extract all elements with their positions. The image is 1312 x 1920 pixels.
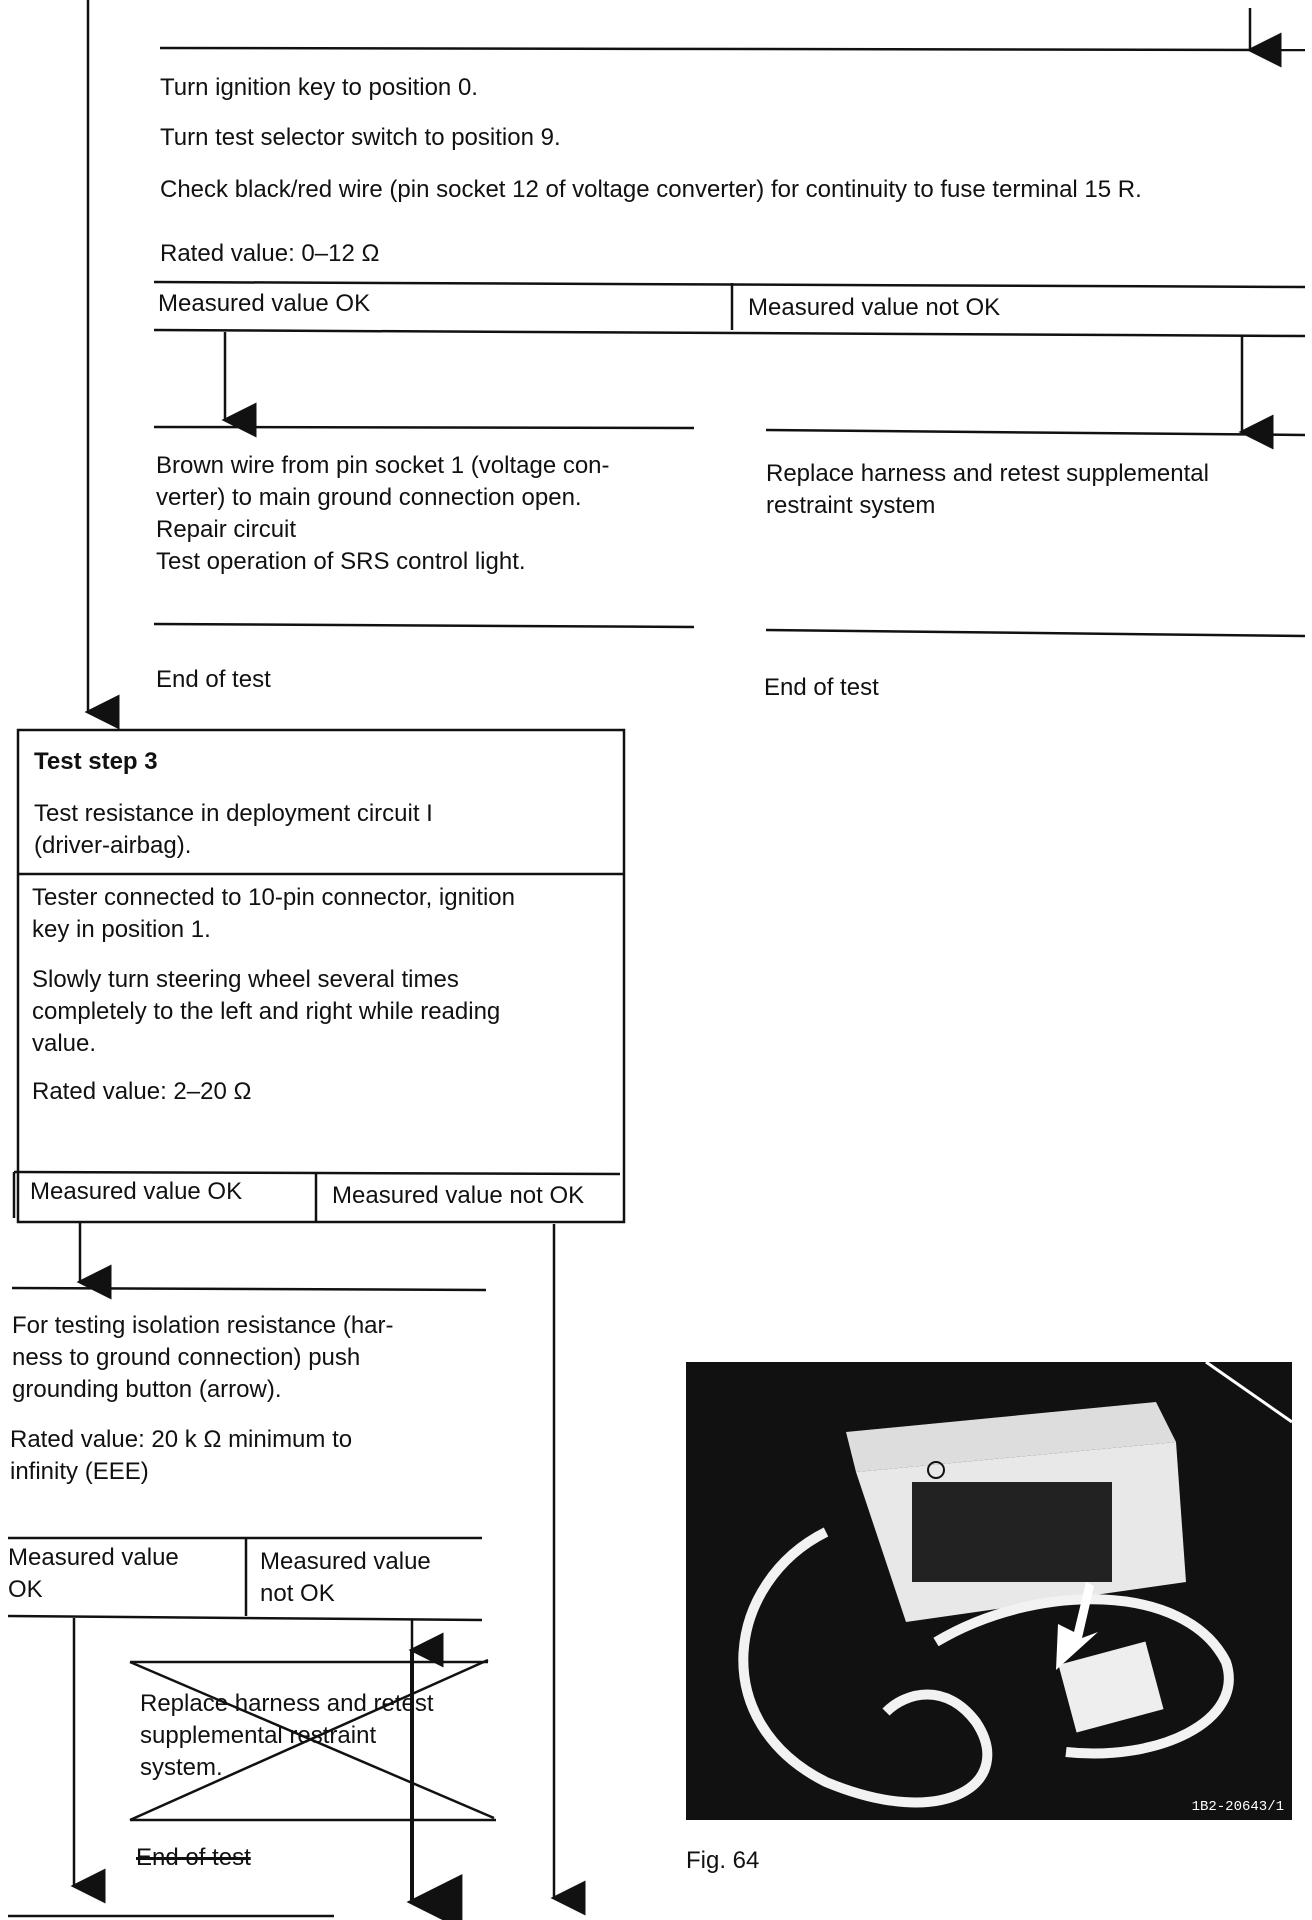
instruction-ignition-off: Turn ignition key to position 0. (160, 74, 478, 101)
measured-not-ok-3: Measured value not OK (260, 1548, 431, 1607)
test-step-setup: Tester connected to 10-pin connector, ig… (32, 884, 515, 943)
measured-ok-3: Measured value OK (8, 1544, 179, 1603)
instruction-selector-9: Turn test selector switch to position 9. (160, 124, 561, 151)
test-step-subtitle: Test resistance in deployment circuit I … (34, 800, 433, 859)
branch-ok-end: End of test (156, 666, 271, 693)
crossed-out-end: End of test (136, 1844, 251, 1871)
instruction-check-wire: Check black/red wire (pin socket 12 of v… (160, 176, 1142, 203)
figure-caption: Fig. 64 (686, 1847, 760, 1874)
branch-not-ok-end: End of test (764, 674, 879, 701)
rated-value-1: Rated value: 0–12 Ω (160, 240, 380, 267)
rated-value-3: Rated value: 20 k Ω minimum to infinity … (10, 1426, 353, 1485)
measured-ok-1: Measured value OK (158, 290, 371, 317)
measured-ok-2: Measured value OK (30, 1178, 243, 1205)
branch-not-ok-text: Replace harness and retest supplemental … (766, 460, 1209, 519)
isolation-instructions: For testing isolation resistance (har- n… (12, 1312, 394, 1403)
branch-ok-text: Brown wire from pin socket 1 (voltage co… (156, 452, 610, 575)
measured-not-ok-1: Measured value not OK (748, 294, 1001, 321)
tester-photo: 1B2-20643/1 (686, 1362, 1292, 1820)
crossed-out-text: Replace harness and retest supplemental … (140, 1690, 434, 1781)
test-step-title: Test step 3 (34, 748, 158, 775)
rated-value-2: Rated value: 2–20 Ω (32, 1078, 252, 1105)
measured-not-ok-2: Measured value not OK (332, 1182, 585, 1209)
test-step-procedure: Slowly turn steering wheel several times… (32, 966, 501, 1057)
photo-code: 1B2-20643/1 (1191, 1799, 1284, 1815)
